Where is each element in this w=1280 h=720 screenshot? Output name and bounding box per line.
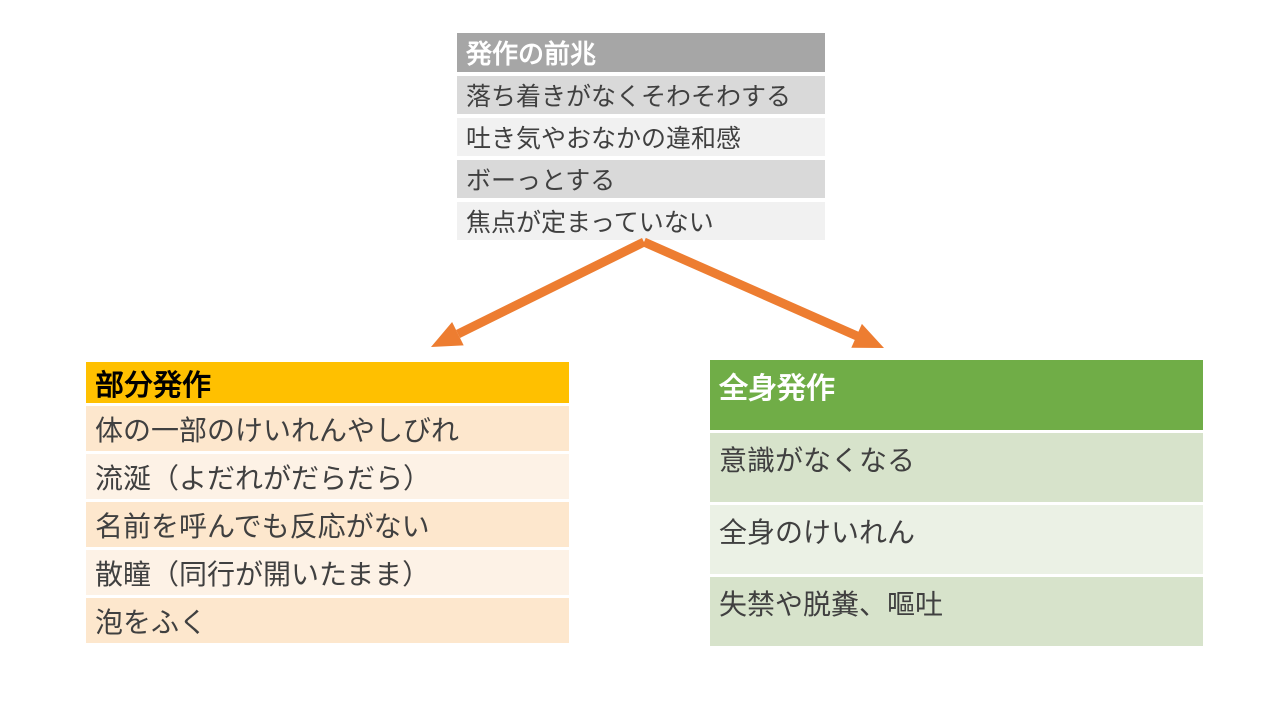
table-header: 全身発作 (710, 360, 1203, 430)
table-row: 全身のけいれん (710, 505, 1203, 574)
table-row: 意識がなくなる (710, 433, 1203, 502)
table-row: ボーっとする (457, 160, 825, 198)
table-row: 泡をふく (86, 598, 569, 643)
table-partial-seizure: 部分発作 体の一部のけいれんやしびれ 流涎（よだれがだらだら） 名前を呼んでも反… (86, 362, 569, 643)
table-header: 発作の前兆 (457, 33, 825, 72)
table-row: 体の一部のけいれんやしびれ (86, 406, 569, 451)
table-row: 流涎（よだれがだらだら） (86, 454, 569, 499)
table-row: 焦点が定まっていない (457, 202, 825, 240)
table-row: 散瞳（同行が開いたまま） (86, 550, 569, 595)
table-row: 吐き気やおなかの違和感 (457, 118, 825, 156)
table-seizure-signs: 発作の前兆 落ち着きがなくそわそわする 吐き気やおなかの違和感 ボーっとする 焦… (457, 33, 825, 240)
table-generalized-seizure: 全身発作 意識がなくなる 全身のけいれん 失禁や脱糞、嘔吐 (710, 360, 1203, 646)
table-row: 落ち着きがなくそわそわする (457, 76, 825, 114)
table-row: 名前を呼んでも反応がない (86, 502, 569, 547)
arrow-to-partial-icon (431, 237, 646, 347)
table-header: 部分発作 (86, 362, 569, 403)
arrow-to-generalized-icon (642, 237, 884, 348)
table-row: 失禁や脱糞、嘔吐 (710, 577, 1203, 646)
